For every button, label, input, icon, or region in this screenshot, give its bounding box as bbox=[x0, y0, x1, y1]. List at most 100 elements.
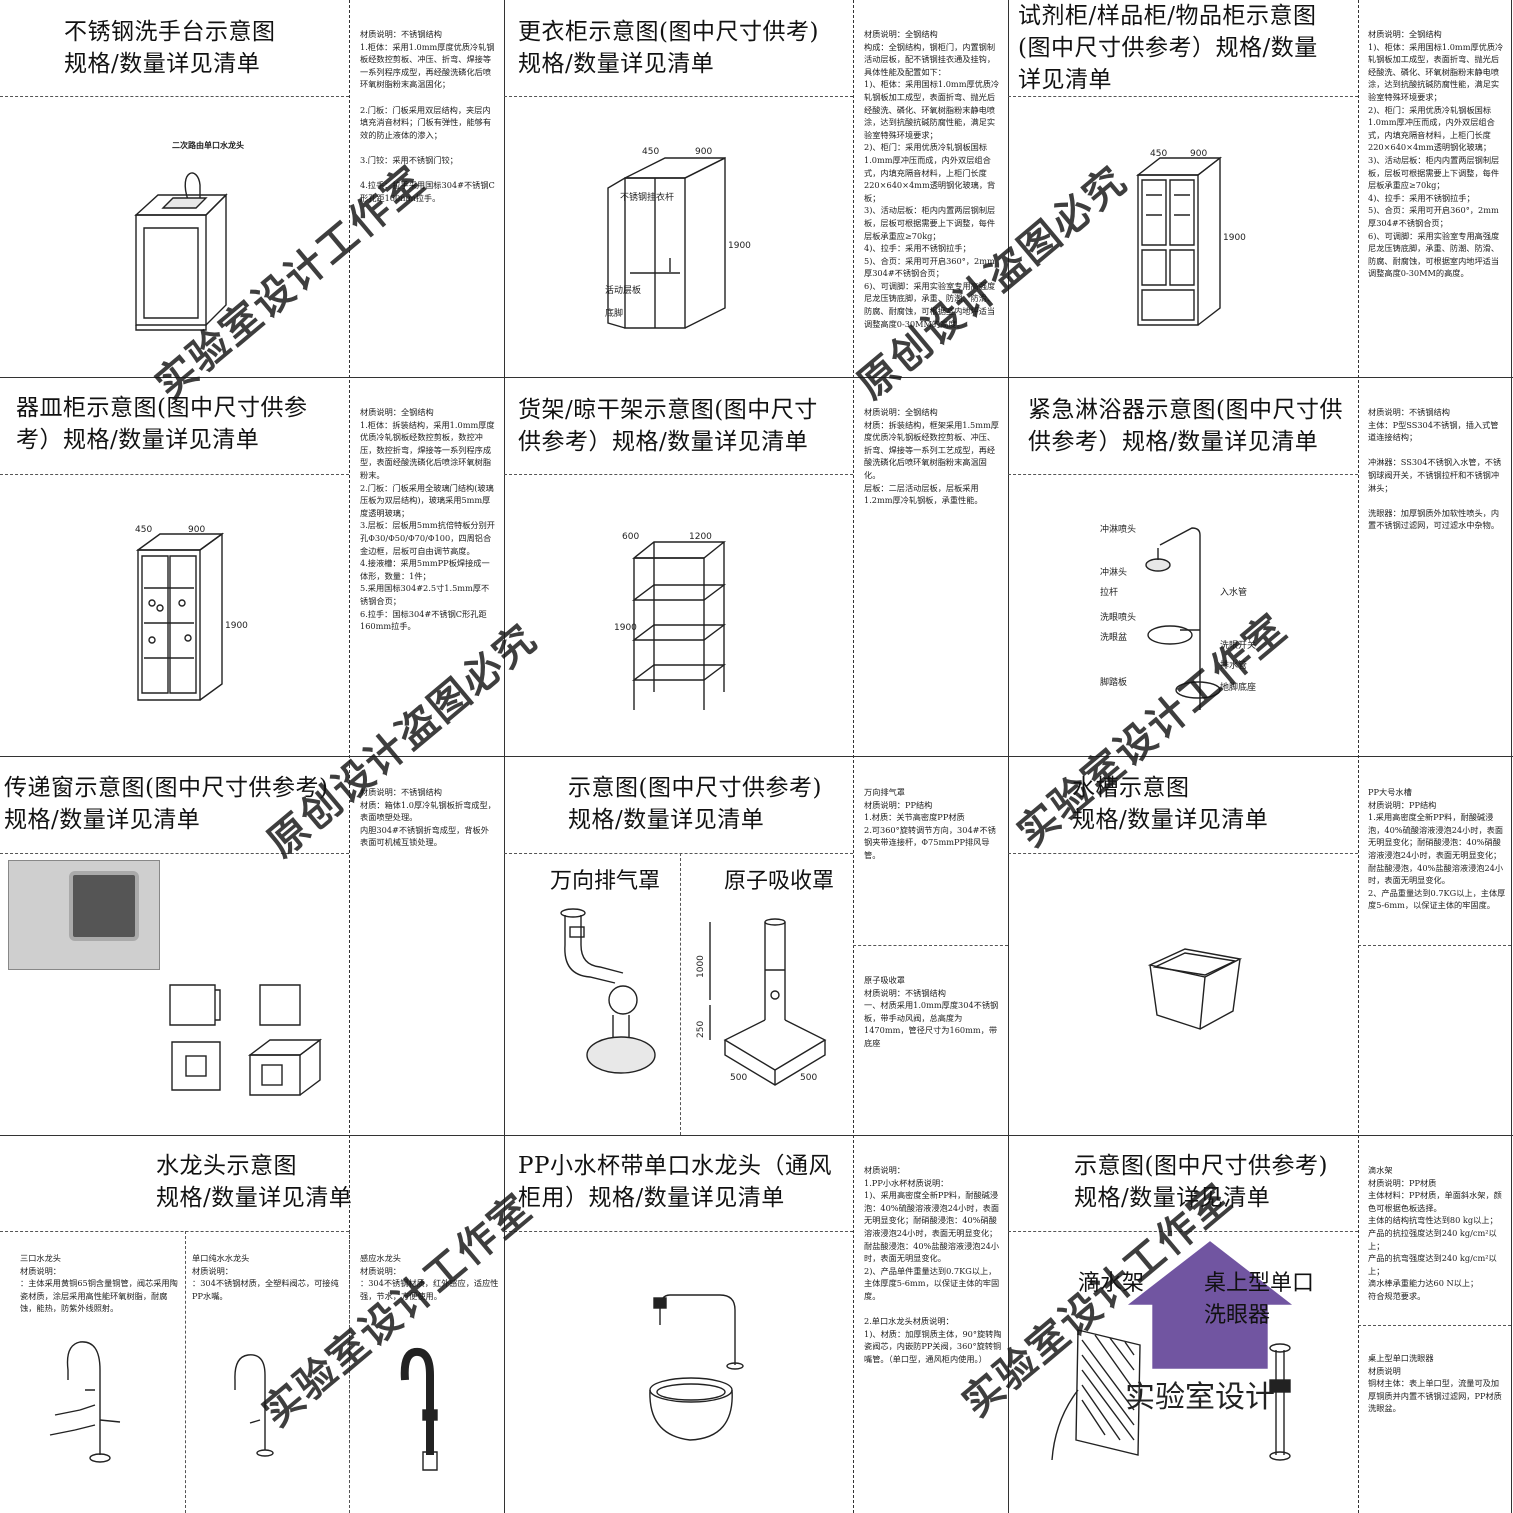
title-divider bbox=[1008, 96, 1358, 97]
shower-drawing: 冲淋喷头 冲淋头 拉杆 洗眼喷头 洗眼盆 入水管 洗眼开关 排水管 脚踏板 地脚… bbox=[1100, 523, 1256, 710]
tap-col3: 感应水龙头 材质说明： ：304不锈钢材质，红外感应，适应性强，节水，方便使用。 bbox=[360, 1253, 499, 1301]
shower-label-2: 冲淋头 bbox=[1100, 566, 1127, 578]
shower-spec: 材质说明：不锈钢结构 主体：P型SS304不锈钢，插入式管道连接结构； 冲淋器：… bbox=[1368, 407, 1502, 531]
hood-title: 示意图(图中尺寸供参考) 规格/数量详见清单 bbox=[568, 775, 822, 833]
pass-title: 传递窗示意图(图中尺寸供参考) 规格/数量详见清单 bbox=[4, 775, 329, 833]
triple-faucet-drawing bbox=[49, 1341, 121, 1463]
hood-spec-top: 万向排气罩 材质说明：PP结构 1.材质：关节高密度PP材质 2.可360°旋转… bbox=[864, 787, 996, 860]
reagent-dim-width: 900 bbox=[1190, 149, 1207, 159]
locker-note-foot: 底脚 bbox=[605, 307, 623, 319]
pass-spec: 材质说明：不锈钢结构 材质：箱体1.0厚冷轧钢板折弯成型，表面喷塑处理。 内胆3… bbox=[360, 787, 496, 848]
aas-dim-250: 250 bbox=[696, 1021, 706, 1038]
title-divider bbox=[504, 1231, 853, 1232]
shelf-dim-height: 1900 bbox=[614, 623, 637, 633]
title-divider bbox=[504, 853, 853, 854]
sink-title: 不锈钢洗手台示意图 规格/数量详见清单 bbox=[64, 19, 276, 77]
single-faucet-drawing bbox=[234, 1354, 274, 1457]
shelf-dim-width: 1200 bbox=[689, 532, 712, 542]
tap-title: 水龙头示意图 规格/数量详见清单 bbox=[156, 1153, 353, 1211]
tap-divider bbox=[185, 1231, 186, 1513]
title-divider bbox=[1008, 853, 1358, 854]
title-divider bbox=[0, 1231, 349, 1232]
dish-drawing: 450 900 1900 bbox=[135, 525, 248, 701]
shower-label-5: 洗眼盆 bbox=[1100, 631, 1127, 643]
aas-dim-1000: 1000 bbox=[696, 955, 706, 978]
sink-drawing bbox=[134, 172, 228, 331]
reagent-title: 试剂柜/样品柜/物品柜示意图 (图中尺寸供参考）规格/数量 详见清单 bbox=[1018, 3, 1318, 93]
shelf-drawing: 600 1200 1900 bbox=[614, 532, 727, 710]
locker-dim-height: 1900 bbox=[728, 241, 751, 251]
tank-spec: PP大号水槽 材质说明：PP结构 1.采用高密度全新PP料，耐酸碱浸泡，40%硫… bbox=[1368, 787, 1506, 911]
reagent-dim-height: 1900 bbox=[1223, 233, 1246, 243]
dish-title: 器皿柜示意图(图中尺寸供参 考）规格/数量详见清单 bbox=[16, 395, 308, 453]
title-divider bbox=[504, 474, 853, 475]
logo-text: 实验室设计 bbox=[1125, 1380, 1275, 1415]
sensor-faucet-drawing bbox=[400, 1347, 438, 1471]
aas-hood-drawing: 1000 250 500 500 bbox=[696, 918, 827, 1086]
locker-note-shelf: 活动层板 bbox=[605, 284, 641, 296]
reagent-drawing: 450 900 1900 bbox=[1135, 149, 1246, 326]
eyewash-drawing bbox=[1269, 1343, 1291, 1461]
shower-label-3: 拉杆 bbox=[1100, 586, 1118, 598]
locker-dim-width: 900 bbox=[695, 147, 712, 157]
locker-dim-depth: 450 bbox=[642, 147, 659, 157]
shelf-title: 货架/晾干架示意图(图中尺寸 供参考）规格/数量详见清单 bbox=[518, 397, 818, 455]
spec-divider bbox=[853, 945, 1008, 946]
grid-line-h1 bbox=[0, 377, 1513, 378]
aas-dim-500b: 500 bbox=[800, 1073, 817, 1083]
shower-label-6: 入水管 bbox=[1220, 586, 1247, 598]
shower-label-1: 冲淋喷头 bbox=[1100, 523, 1136, 535]
locker-drawing: 不锈钢挂衣杆 活动层板 底脚 450 900 1900 bbox=[605, 147, 751, 329]
hood-label-right: 原子吸收罩 bbox=[724, 869, 835, 894]
dish-dim-height: 1900 bbox=[225, 621, 248, 631]
drip-spec-top: 滴水架 材质说明：PP材质 主体材料：PP材质，单面斜水架，颜色可根据色板选择。… bbox=[1368, 1165, 1502, 1301]
reagent-dim-depth: 450 bbox=[1150, 149, 1167, 159]
shower-label-8: 排水管 bbox=[1220, 659, 1247, 671]
locker-title: 更衣柜示意图(图中尺寸供考) 规格/数量详见清单 bbox=[518, 19, 819, 77]
title-divider bbox=[1008, 474, 1358, 475]
title-divider bbox=[0, 853, 349, 854]
grid-line-h2 bbox=[0, 756, 1513, 757]
faucet-label: 二次路由单口水龙头 bbox=[172, 140, 244, 150]
grid-line-h3 bbox=[0, 1135, 1513, 1136]
fume-arm-drawing bbox=[560, 908, 656, 1074]
shower-title: 紧急淋浴器示意图(图中尺寸供 供参考）规格/数量详见清单 bbox=[1028, 397, 1343, 455]
shelf-spec: 材质说明：全钢结构 材质：拆装结构，框架采用1.5mm厚度优质冷轧钢板经数控剪板… bbox=[864, 407, 999, 506]
locker-note-rod: 不锈钢挂衣杆 bbox=[620, 191, 674, 203]
drip-label-right: 桌上型单口 洗眼器 bbox=[1204, 1271, 1315, 1328]
tank-title: 水槽示意图 规格/数量详见清单 bbox=[1072, 775, 1269, 833]
dish-spec: 材质说明：全钢结构 1.柜体：拆装结构，采用1.0mm厚度优质冷轧钢板经数控剪板… bbox=[360, 407, 495, 632]
title-divider bbox=[1008, 1231, 1358, 1232]
title-divider bbox=[0, 96, 349, 97]
drip-label-left: 滴水架 bbox=[1078, 1271, 1145, 1296]
tap-col2: 单口纯水水龙头 材质说明： ：304不锈钢材质，全塑料阀芯，可接纯PP水嘴。 bbox=[192, 1253, 339, 1301]
aas-dim-500a: 500 bbox=[730, 1073, 747, 1083]
dish-dim-depth: 450 bbox=[135, 525, 152, 535]
cup-title: PP小水杯带单口水龙头（通风 柜用）规格/数量详见清单 bbox=[518, 1153, 832, 1211]
title-divider bbox=[0, 474, 349, 475]
tap-col1: 三口水龙头 材质说明： ：主体采用黄铜65铜含量铜管，阀芯采用陶瓷材质，涂层采用… bbox=[20, 1253, 178, 1314]
drip-rack-drawing bbox=[1051, 1329, 1141, 1461]
hood-spec-bottom: 原子吸收罩 材质说明：不锈钢结构 一、材质采用1.0mm厚度304不锈钢板，带手… bbox=[864, 975, 999, 1048]
pass-drawings bbox=[169, 984, 323, 1096]
spec-divider bbox=[1358, 945, 1511, 946]
shower-label-10: 地脚底座 bbox=[1220, 681, 1256, 693]
reagent-spec: 材质说明：全钢结构 1)、柜体：采用国标1.0mm厚优质冷轧钢板加工成型，表面折… bbox=[1368, 29, 1504, 279]
spec-divider bbox=[1358, 1325, 1511, 1326]
pass-photo-window bbox=[69, 871, 139, 941]
shower-label-4: 洗眼喷头 bbox=[1100, 611, 1136, 623]
cup-spec: 材质说明： 1.PP小水杯材质说明： 1)、采用高密度全新PP料，耐酸碱浸泡：4… bbox=[864, 1165, 1002, 1364]
shower-label-9: 脚踏板 bbox=[1100, 676, 1127, 688]
hood-divider bbox=[680, 853, 681, 1135]
pass-photo bbox=[8, 860, 160, 970]
hood-label-left: 万向排气罩 bbox=[550, 869, 661, 894]
dish-dim-width: 900 bbox=[188, 525, 205, 535]
drip-title: 示意图(图中尺寸供参考) 规格/数量详见清单 bbox=[1074, 1153, 1328, 1211]
tank-drawing bbox=[1147, 948, 1243, 1030]
sink-spec: 材质说明：不锈钢结构 1.柜体：采用1.0mm厚度优质冷轧钢板经数控剪板、冲压、… bbox=[360, 29, 495, 203]
title-divider bbox=[504, 96, 853, 97]
cup-faucet-drawing bbox=[649, 1294, 744, 1441]
shower-label-7: 洗眼开关 bbox=[1220, 639, 1256, 651]
shelf-dim-depth: 600 bbox=[622, 532, 639, 542]
drip-spec-bottom: 桌上型单口洗眼器 材质说明 铜材主体：表上单口型，流量可及加厚铜质并内置不锈钢过… bbox=[1368, 1353, 1502, 1414]
